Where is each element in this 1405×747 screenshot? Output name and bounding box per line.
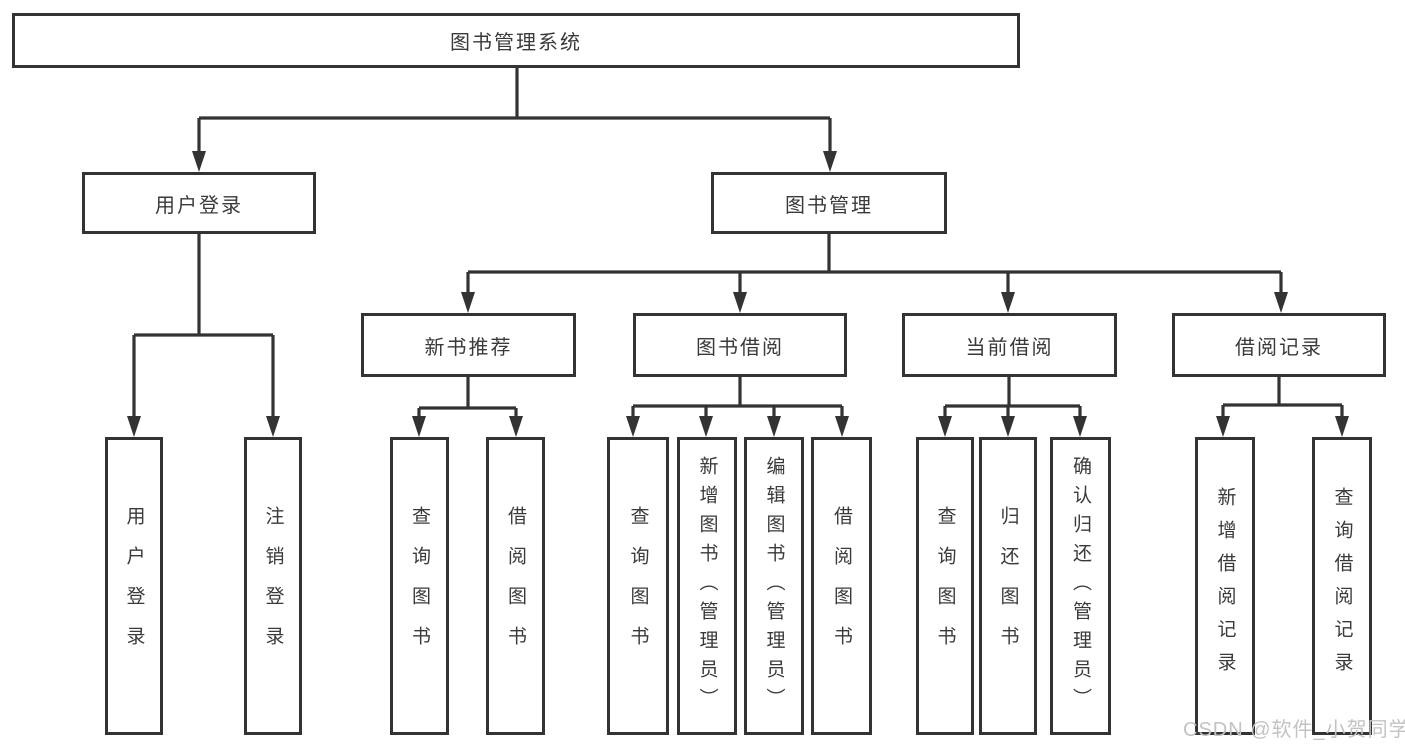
connector-bookborrow-to-leaves bbox=[631, 377, 844, 419]
connector-bookmgmt-to-level3 bbox=[466, 234, 1283, 294]
leaf-bb-add-books-admin: 新增图书（管理员） bbox=[677, 437, 737, 735]
node-new-book-recommend-label: 新书推荐 bbox=[424, 336, 513, 359]
connector-newbookrec-to-leaves bbox=[417, 377, 518, 419]
node-root: 图书管理系统 bbox=[12, 13, 1020, 68]
leaf-cb-return-books: 归还图书 bbox=[979, 437, 1037, 735]
connector-userlogin-to-leaves bbox=[132, 234, 275, 419]
node-book-borrow: 图书借阅 bbox=[633, 313, 847, 377]
node-borrow-record-label: 借阅记录 bbox=[1235, 336, 1323, 359]
connector-currentborrow-to-leaves bbox=[943, 377, 1082, 419]
leaf-br-add-record: 新增借阅记录 bbox=[1195, 437, 1255, 735]
leaf-bb-edit-books-admin: 编辑图书（管理员） bbox=[744, 437, 804, 735]
leaf-bb-borrow-books-label: 借阅图书 bbox=[831, 506, 852, 666]
leaf-cb-confirm-return-admin: 确认归还（管理员） bbox=[1050, 437, 1111, 735]
node-root-label: 图书管理系统 bbox=[450, 32, 582, 54]
connector-borrowrecord-to-leaves bbox=[1221, 377, 1344, 419]
node-user-login-label: 用户登录 bbox=[155, 194, 243, 217]
leaf-user-login-label: 用户登录 bbox=[123, 506, 145, 666]
arrowheads bbox=[127, 151, 1349, 437]
leaf-br-add-record-label: 新增借阅记录 bbox=[1214, 487, 1236, 685]
node-book-borrow-label: 图书借阅 bbox=[696, 336, 784, 359]
leaf-bb-query-books: 查询图书 bbox=[607, 437, 669, 735]
node-current-borrow: 当前借阅 bbox=[902, 313, 1117, 377]
leaf-cb-query-books: 查询图书 bbox=[916, 437, 974, 735]
leaf-logout: 注销登录 bbox=[244, 437, 302, 735]
node-new-book-recommend: 新书推荐 bbox=[361, 313, 576, 377]
leaf-logout-label: 注销登录 bbox=[262, 506, 284, 666]
leaf-cb-confirm-return-admin-label: 确认归还（管理员） bbox=[1070, 455, 1091, 717]
node-user-login: 用户登录 bbox=[82, 172, 316, 234]
leaf-bb-borrow-books: 借阅图书 bbox=[811, 437, 872, 735]
leaf-br-query-record-label: 查询借阅记录 bbox=[1331, 487, 1353, 685]
node-book-management: 图书管理 bbox=[711, 172, 947, 234]
leaf-nbr-query-books-label: 查询图书 bbox=[409, 506, 430, 666]
node-book-management-label: 图书管理 bbox=[785, 194, 873, 217]
connector-root-to-level2 bbox=[197, 68, 832, 153]
csdn-watermark: CSDN @软件_小贺同学 bbox=[1183, 719, 1405, 741]
leaf-nbr-borrow-books-label: 借阅图书 bbox=[505, 506, 526, 666]
leaf-bb-query-books-label: 查询图书 bbox=[627, 506, 649, 666]
leaf-user-login: 用户登录 bbox=[105, 437, 163, 735]
leaf-br-query-record: 查询借阅记录 bbox=[1312, 437, 1372, 735]
leaf-nbr-query-books: 查询图书 bbox=[390, 437, 449, 735]
leaf-bb-add-books-admin-label: 新增图书（管理员） bbox=[696, 455, 718, 717]
leaf-nbr-borrow-books: 借阅图书 bbox=[486, 437, 545, 735]
node-borrow-record: 借阅记录 bbox=[1172, 313, 1386, 377]
leaf-cb-return-books-label: 归还图书 bbox=[997, 506, 1019, 666]
leaf-bb-edit-books-admin-label: 编辑图书（管理员） bbox=[763, 455, 785, 717]
node-current-borrow-label: 当前借阅 bbox=[965, 336, 1054, 359]
leaf-cb-query-books-label: 查询图书 bbox=[934, 506, 956, 666]
